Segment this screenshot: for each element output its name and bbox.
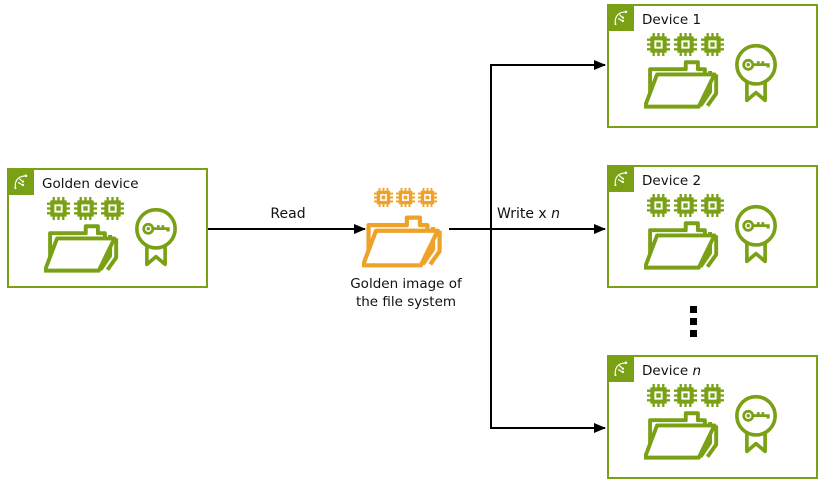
device-1-title: Device 1 (642, 12, 701, 28)
golden-device-title-text: Golden device (42, 176, 139, 192)
certificate-key-icon (133, 206, 179, 268)
chip-icon (701, 384, 724, 407)
device-n-box: Device n (607, 355, 818, 479)
chip-icon (647, 384, 670, 407)
chip-icon (74, 197, 97, 220)
chip-icon (647, 33, 670, 56)
chip-icon (101, 197, 124, 220)
read-label-text: Read (270, 206, 306, 222)
chip-icon (374, 188, 393, 207)
golden-image-label: Golden image of the file system (330, 276, 482, 311)
golden-device-box: Golden device (7, 168, 208, 288)
device-icon-cluster (609, 6, 816, 126)
chip-icon (674, 194, 697, 217)
ellipsis-dot (690, 318, 697, 325)
device-2-title: Device 2 (642, 173, 701, 189)
chip-row (361, 188, 449, 207)
device-2-box: Device 2 (607, 165, 818, 288)
golden-device-title: Golden device (42, 176, 139, 192)
write-arrow-device-1 (490, 60, 606, 229)
chip-icon (47, 197, 70, 220)
chip-row (647, 194, 724, 217)
device-1-box: Device 1 (607, 4, 818, 128)
chip-row (647, 33, 724, 56)
golden-image-label-line1: Golden image of (350, 276, 462, 292)
certificate-key-icon (733, 203, 779, 265)
device-n-title: Device n (642, 363, 701, 379)
device-1-title-text: Device 1 (642, 12, 702, 28)
chip-icon (396, 188, 415, 207)
folder-icon (44, 221, 124, 275)
golden-image-icon (361, 188, 449, 270)
write-label-n: n (551, 206, 561, 222)
device-icon-cluster (609, 167, 816, 286)
write-label-text: Write x (497, 206, 552, 222)
certificate-key-icon (733, 42, 779, 104)
chip-icon (701, 194, 724, 217)
greengrass-icon (607, 355, 634, 382)
greengrass-icon (7, 168, 34, 195)
chip-icon (674, 33, 697, 56)
vertical-ellipsis (690, 306, 697, 337)
chip-row (47, 197, 124, 220)
ellipsis-dot (690, 330, 697, 337)
folder-icon (644, 408, 724, 462)
greengrass-icon (607, 165, 634, 192)
chip-icon (647, 194, 670, 217)
golden-image-label-line2: the file system (355, 293, 457, 310)
write-arrow-device-n (490, 229, 606, 433)
device-2-title-text: Device 2 (642, 173, 702, 189)
folder-icon (644, 57, 724, 111)
device-n-title-text: Device (642, 363, 693, 379)
device-icon-cluster (9, 170, 206, 286)
write-arrow-label: Write x n (497, 206, 560, 222)
chip-icon (418, 188, 437, 207)
chip-row (647, 384, 724, 407)
folder-icon (644, 218, 724, 272)
read-arrow-label: Read (250, 206, 326, 222)
certificate-key-icon (733, 393, 779, 455)
ellipsis-dot (690, 306, 697, 313)
chip-icon (674, 384, 697, 407)
device-icon-cluster (609, 357, 816, 477)
chip-icon (701, 33, 724, 56)
folder-icon (362, 212, 448, 270)
greengrass-icon (607, 4, 634, 31)
device-n-title-n: n (692, 363, 702, 379)
